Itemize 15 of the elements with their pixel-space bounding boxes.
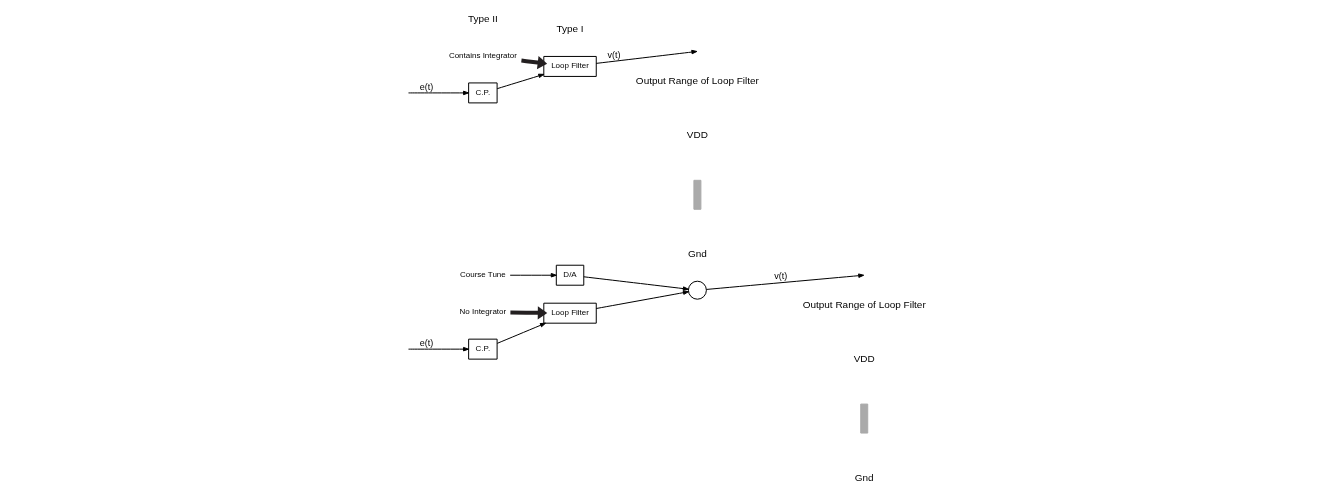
label: Type II (467, 12, 498, 24)
edge-label: v(t) (607, 49, 621, 60)
node-text: No Integrator (459, 306, 507, 316)
label: Output Range of Loop Filter (635, 74, 759, 86)
edge-label: v(t) (774, 270, 788, 281)
edge-label: e(t) (419, 81, 434, 92)
label: VDD (853, 352, 875, 364)
node-text: Contains Integrator (448, 50, 517, 60)
node-text: Course Tune (460, 269, 506, 279)
label: Type I (556, 22, 584, 34)
label: Output Range of Loop Filter (802, 298, 926, 310)
label: Gnd (854, 471, 874, 483)
edge-label: e(t) (419, 337, 434, 348)
label: Gnd (687, 247, 707, 259)
label: VDD (686, 128, 708, 140)
